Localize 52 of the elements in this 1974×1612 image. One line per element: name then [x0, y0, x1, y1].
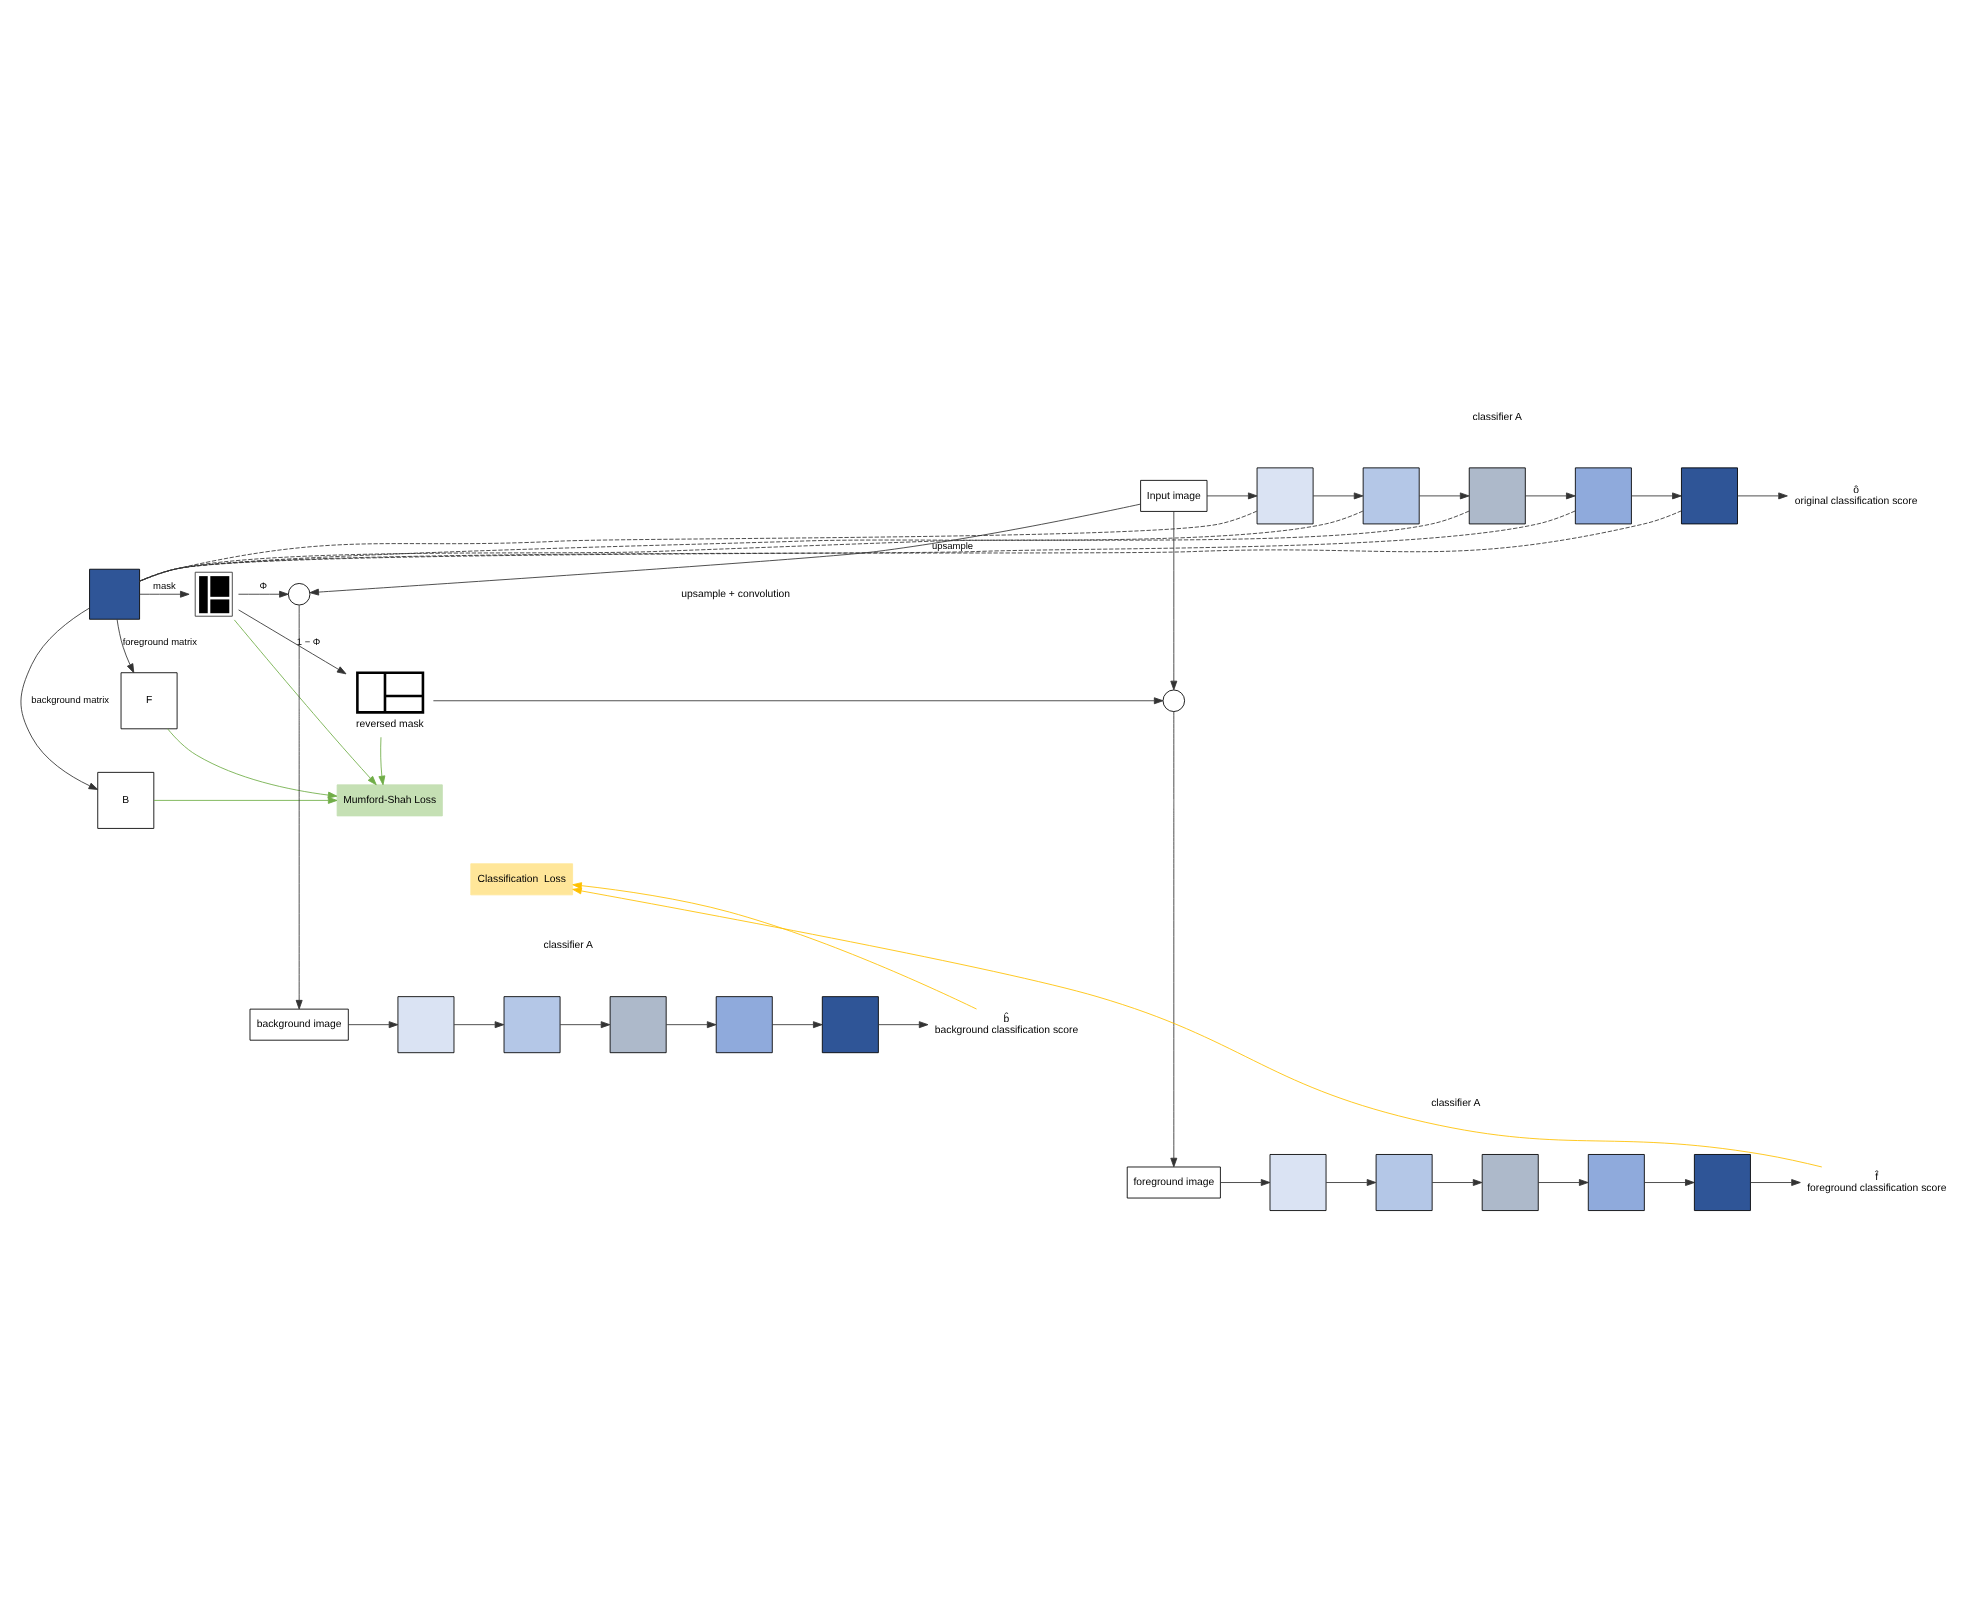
node-box	[1256, 467, 1314, 525]
node-circle	[287, 583, 311, 606]
arrow	[1206, 492, 1258, 500]
arrow	[1631, 492, 1682, 500]
arrow	[453, 1021, 505, 1029]
arrow	[348, 1021, 399, 1029]
arrow	[877, 1021, 929, 1029]
node-box	[1375, 1154, 1433, 1211]
arrow	[139, 590, 190, 598]
arrow	[1431, 1179, 1483, 1186]
node-box	[609, 996, 667, 1054]
arrow	[1737, 492, 1788, 500]
arrow	[153, 796, 338, 804]
node-box	[821, 996, 879, 1054]
node-box	[1269, 1154, 1327, 1211]
arrow	[1325, 1179, 1377, 1186]
arrow	[233, 619, 377, 786]
arrow	[1750, 1179, 1801, 1186]
node-box	[1481, 1154, 1539, 1211]
arrow	[772, 1021, 823, 1029]
arrow	[1312, 492, 1364, 500]
node-box	[1681, 467, 1738, 525]
arrow	[1170, 511, 1178, 691]
arrow	[167, 728, 338, 799]
arrow	[1525, 492, 1576, 500]
arrow	[665, 1021, 717, 1029]
node-box	[89, 568, 140, 620]
node-box	[1574, 467, 1632, 525]
arrow	[572, 887, 1823, 1168]
node-box	[1693, 1154, 1751, 1211]
arrow	[572, 882, 977, 1010]
node-box	[503, 996, 561, 1054]
arrow	[238, 609, 347, 675]
node-box	[1468, 467, 1526, 525]
node-box	[1587, 1154, 1645, 1211]
arrow	[1537, 1179, 1589, 1186]
node-box	[1362, 467, 1420, 525]
arrow	[20, 607, 99, 790]
arrow	[238, 590, 289, 598]
node-box	[397, 996, 455, 1054]
arrow	[1644, 1179, 1695, 1186]
arrow	[1170, 711, 1178, 1168]
node-box	[715, 996, 773, 1054]
arrow	[116, 618, 135, 674]
arrow	[309, 503, 1141, 596]
arrow	[1418, 492, 1470, 500]
arrow	[1220, 1179, 1271, 1186]
arrow	[378, 736, 386, 786]
arrow	[295, 604, 303, 1010]
arrow	[432, 697, 1164, 705]
arrow	[559, 1021, 611, 1029]
node-circle	[1162, 689, 1186, 712]
